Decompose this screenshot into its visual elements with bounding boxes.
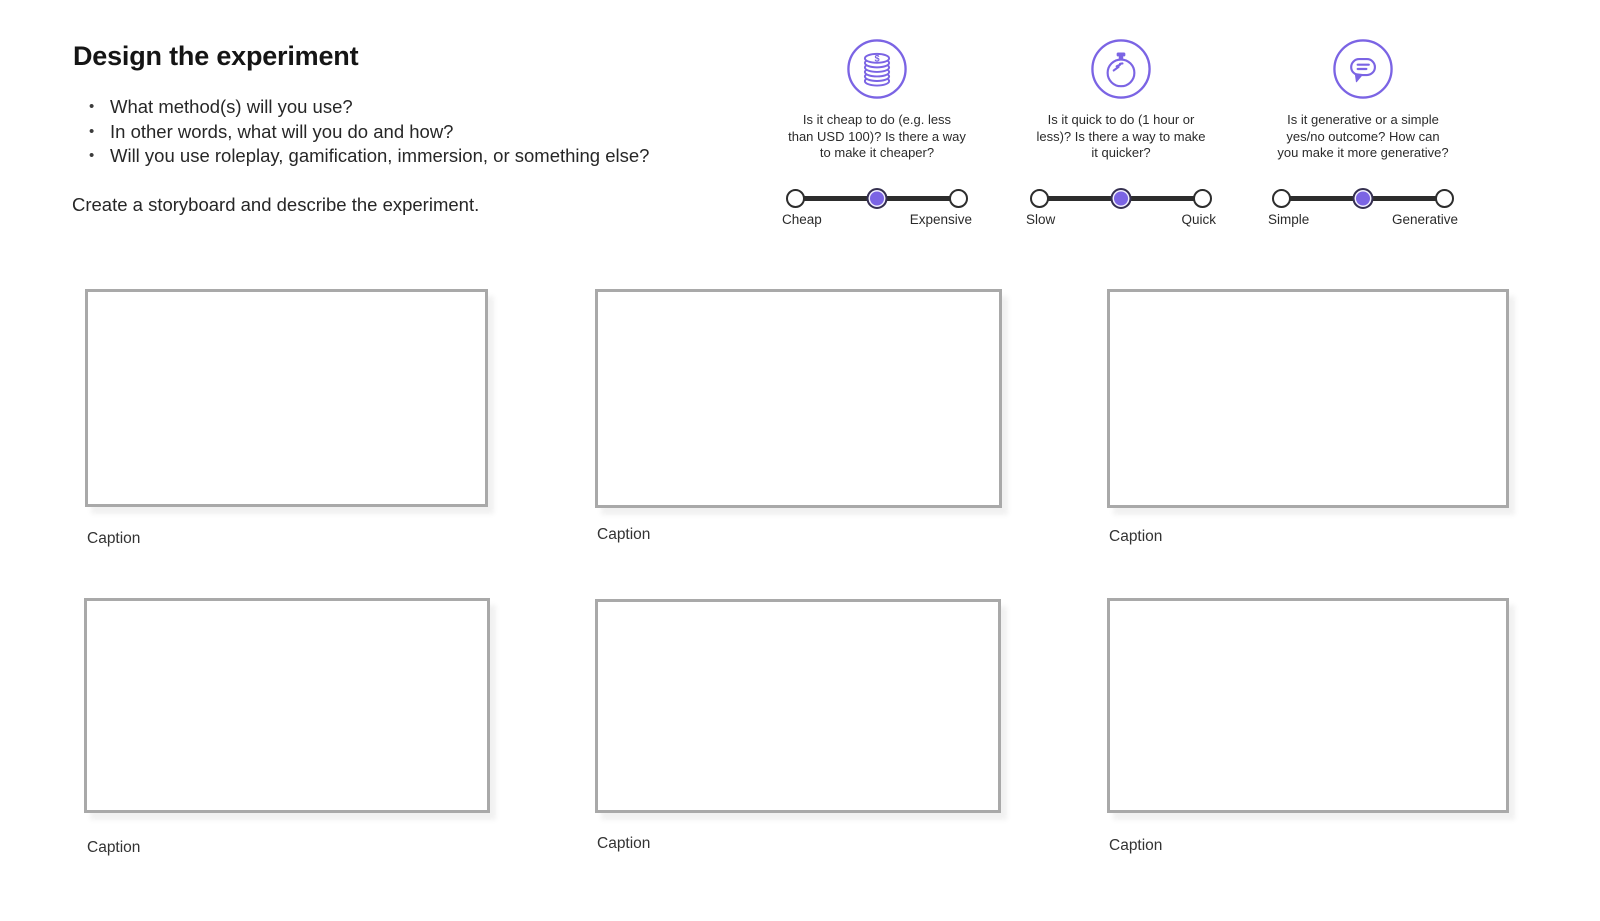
storyboard-frame-5[interactable] <box>595 599 1001 813</box>
cost-slider-knob-left[interactable] <box>786 189 805 208</box>
storyboard-frame-3[interactable] <box>1107 289 1509 508</box>
storyboard-frame-6[interactable] <box>1107 598 1509 813</box>
cost-slider-knob-right[interactable] <box>949 189 968 208</box>
generativity-slider[interactable] <box>1272 188 1454 209</box>
speed-slider-knob-right[interactable] <box>1193 189 1212 208</box>
slider-label-min: Slow <box>1026 212 1056 227</box>
storyboard-frame-1[interactable] <box>85 289 488 507</box>
bullet-item: In other words, what will you do and how… <box>89 120 649 145</box>
storyboard-caption-4[interactable]: Caption <box>87 839 141 856</box>
page-title: Design the experiment <box>73 41 359 71</box>
storyboard-frame-4[interactable] <box>84 598 490 813</box>
criterion-generativity: Is it generative or a simple yes/no outc… <box>1263 38 1463 230</box>
storyboard-caption-5[interactable]: Caption <box>597 835 651 852</box>
method-questions-list: What method(s) will you use? In other wo… <box>89 95 649 169</box>
generativity-slider-knob-selected[interactable] <box>1352 188 1374 209</box>
generativity-slider-knob-left[interactable] <box>1272 189 1291 208</box>
slider-label-min: Cheap <box>782 212 822 227</box>
storyboard-caption-1[interactable]: Caption <box>87 530 141 547</box>
slider-label-max: Generative <box>1391 212 1458 227</box>
slider-label-max: Quick <box>1181 212 1216 227</box>
cost-slider[interactable] <box>786 188 968 209</box>
speed-slider-labels: Slow Quick <box>1026 212 1216 227</box>
speech-bubble-icon <box>1332 38 1394 100</box>
criterion-question: Is it cheap to do (e.g. less than USD 10… <box>788 112 966 160</box>
storyboard-caption-2[interactable]: Caption <box>597 526 651 543</box>
slider-label-min: Simple <box>1268 212 1310 227</box>
criterion-speed: Is it quick to do (1 hour or less)? Is t… <box>1021 38 1221 230</box>
criterion-cost: $ Is it cheap to do (e.g. less than USD … <box>777 38 977 230</box>
slider-label-max: Expensive <box>909 212 972 227</box>
generativity-slider-knob-right[interactable] <box>1435 189 1454 208</box>
speed-slider-knob-left[interactable] <box>1030 189 1049 208</box>
cost-slider-labels: Cheap Expensive <box>782 212 972 227</box>
storyboard-frame-2[interactable] <box>595 289 1002 508</box>
criterion-question: Is it generative or a simple yes/no outc… <box>1277 112 1449 160</box>
speed-slider[interactable] <box>1030 188 1212 209</box>
storyboard-caption-3[interactable]: Caption <box>1109 528 1163 545</box>
stopwatch-icon <box>1090 38 1152 100</box>
criterion-question: Is it quick to do (1 hour or less)? Is t… <box>1036 112 1206 160</box>
cost-slider-knob-selected[interactable] <box>866 188 888 209</box>
storyboard-caption-6[interactable]: Caption <box>1109 837 1163 854</box>
storyboard-instruction: Create a storyboard and describe the exp… <box>72 194 480 215</box>
bullet-item: What method(s) will you use? <box>89 95 649 120</box>
bullet-item: Will you use roleplay, gamification, imm… <box>89 144 649 169</box>
generativity-slider-labels: Simple Generative <box>1268 212 1458 227</box>
svg-text:$: $ <box>874 54 879 64</box>
speed-slider-knob-selected[interactable] <box>1110 188 1132 209</box>
coins-icon: $ <box>846 38 908 100</box>
